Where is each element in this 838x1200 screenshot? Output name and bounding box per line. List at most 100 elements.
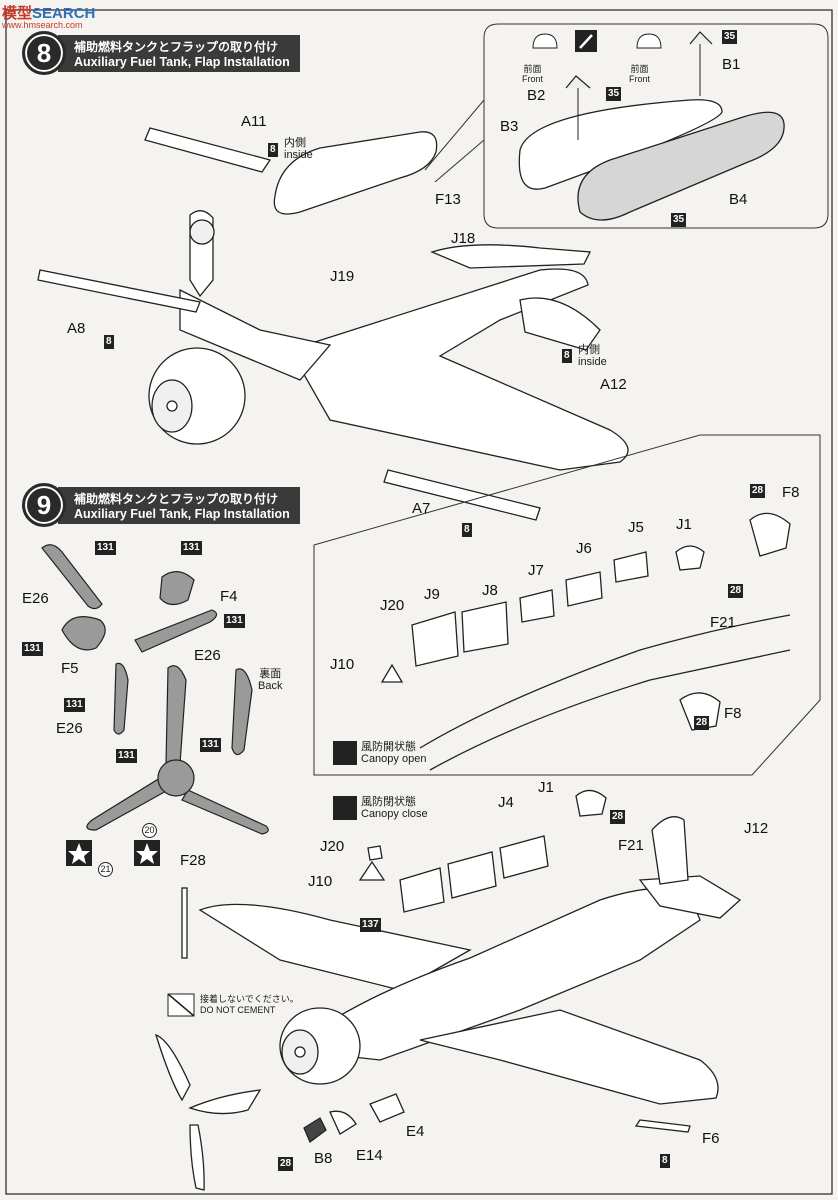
part-label: J10	[308, 873, 333, 890]
part-label: B2	[527, 87, 546, 104]
part-label: J1	[538, 779, 554, 796]
watermark: 模型SEARCH	[2, 2, 95, 23]
part-label: J1	[676, 516, 692, 533]
part-label: B3	[500, 118, 519, 135]
part-label: J19	[330, 268, 355, 285]
part-label: F21	[710, 614, 736, 631]
paint-code-badge: 8	[104, 335, 114, 349]
watermark-part-b: SEARCH	[32, 5, 96, 22]
paint-code-badge: 131	[22, 642, 43, 656]
decal-number: 21	[98, 862, 113, 877]
paint-code-badge: 8	[562, 349, 572, 363]
inside-jp: 内側	[578, 344, 600, 356]
part-label: A8	[67, 320, 86, 337]
part-label: F6	[702, 1130, 720, 1147]
canopy-close-icon	[333, 796, 357, 820]
front-note: 前面 Front	[629, 64, 650, 84]
decal-number: 20	[142, 823, 157, 838]
paint-code-badge: 8	[660, 1154, 670, 1168]
part-label: A12	[600, 376, 627, 393]
inside-note: 内側 inside	[578, 344, 607, 368]
part-label: F4	[220, 588, 238, 605]
no-cement-icon	[167, 993, 195, 1017]
part-label: F21	[618, 837, 644, 854]
decals	[66, 840, 160, 866]
front-jp: 前面	[523, 64, 542, 74]
watermark-sub: www.hmsearch.com	[2, 20, 83, 30]
canopy-close-en: Canopy close	[361, 808, 428, 820]
part-label: J20	[320, 838, 345, 855]
paint-code-badge: 8	[268, 143, 278, 157]
back-en: Back	[258, 680, 283, 692]
paint-code-badge: 28	[610, 810, 626, 824]
part-label: J7	[528, 562, 544, 579]
part-label: J6	[576, 540, 592, 557]
paint-code-badge: 35	[722, 30, 738, 44]
part-label: J20	[380, 597, 405, 614]
part-label: F8	[724, 705, 742, 722]
part-label: A7	[412, 500, 431, 517]
part-label: E26	[22, 590, 49, 607]
step-title: 補助燃料タンクとフラップの取り付け Auxiliary Fuel Tank, F…	[58, 34, 300, 72]
paint-code-badge: 35	[671, 213, 687, 227]
step8-aircraft	[37, 127, 629, 521]
part-label: A11	[241, 113, 267, 130]
step9-canopy-callout	[313, 434, 821, 776]
page-border	[5, 9, 833, 1195]
front-note: 前面 Front	[522, 64, 543, 84]
paint-code-badge: 35	[606, 87, 622, 101]
watermark-part-a: 模型	[2, 5, 33, 22]
paint-code-badge: 131	[200, 738, 221, 752]
part-label: B4	[729, 191, 748, 208]
paint-code-badge: 131	[224, 614, 245, 628]
no-cement-note: 接着しないでください。 DO NOT CEMENT	[200, 994, 299, 1016]
canopy-open-jp: 風防開状態	[361, 741, 416, 753]
part-label: J18	[451, 230, 476, 247]
part-label: J10	[330, 656, 355, 673]
paint-code-badge: 131	[181, 541, 202, 555]
inside-en: inside	[284, 149, 313, 161]
step-9-header: 9 補助燃料タンクとフラップの取り付け Auxiliary Fuel Tank,…	[22, 483, 300, 527]
step-number: 9	[22, 483, 66, 527]
part-label: J5	[628, 519, 644, 536]
part-label: F28	[180, 852, 206, 869]
part-label: F5	[61, 660, 79, 677]
part-label: J8	[482, 582, 498, 599]
part-label: J9	[424, 586, 440, 603]
canopy-open-icon	[333, 741, 357, 765]
part-label: B1	[722, 56, 741, 73]
no-cement-en: DO NOT CEMENT	[200, 1005, 276, 1015]
step9-aircraft	[154, 789, 742, 1191]
canopy-close-jp: 風防閉状態	[361, 796, 416, 808]
paint-code-badge: 131	[95, 541, 116, 555]
paint-code-badge: 28	[750, 484, 766, 498]
part-label: E4	[406, 1123, 425, 1140]
part-label: E26	[56, 720, 83, 737]
tank-detail-callout	[424, 23, 829, 229]
part-label: F8	[782, 484, 800, 501]
paint-code-badge: 8	[462, 523, 472, 537]
part-label: E26	[194, 647, 221, 664]
canopy-open-en: Canopy open	[361, 753, 427, 765]
canopy-close-hint: 風防閉状態 Canopy close	[333, 796, 428, 820]
part-label: F13	[435, 191, 461, 208]
step-title-jp: 補助燃料タンクとフラップの取り付け	[74, 491, 279, 506]
paint-code-badge: 131	[64, 698, 85, 712]
inside-en: inside	[578, 356, 607, 368]
inside-jp: 内側	[284, 137, 306, 149]
front-en: Front	[522, 74, 544, 84]
step-number: 8	[22, 31, 66, 75]
step-8-header: 8 補助燃料タンクとフラップの取り付け Auxiliary Fuel Tank,…	[22, 31, 300, 75]
paint-code-badge: 137	[360, 918, 381, 932]
propeller-assembly	[41, 544, 269, 835]
step-title-en: Auxiliary Fuel Tank, Flap Installation	[74, 506, 290, 521]
step-title: 補助燃料タンクとフラップの取り付け Auxiliary Fuel Tank, F…	[58, 486, 300, 524]
part-label: B8	[314, 1150, 333, 1167]
inside-note: 内側 inside	[284, 137, 313, 161]
paint-code-badge: 28	[694, 716, 710, 730]
step-title-en: Auxiliary Fuel Tank, Flap Installation	[74, 54, 290, 69]
paint-code-badge: 131	[116, 749, 137, 763]
no-cement-jp: 接着しないでください。	[200, 994, 299, 1004]
canopy-open-hint: 風防開状態 Canopy open	[333, 741, 426, 765]
